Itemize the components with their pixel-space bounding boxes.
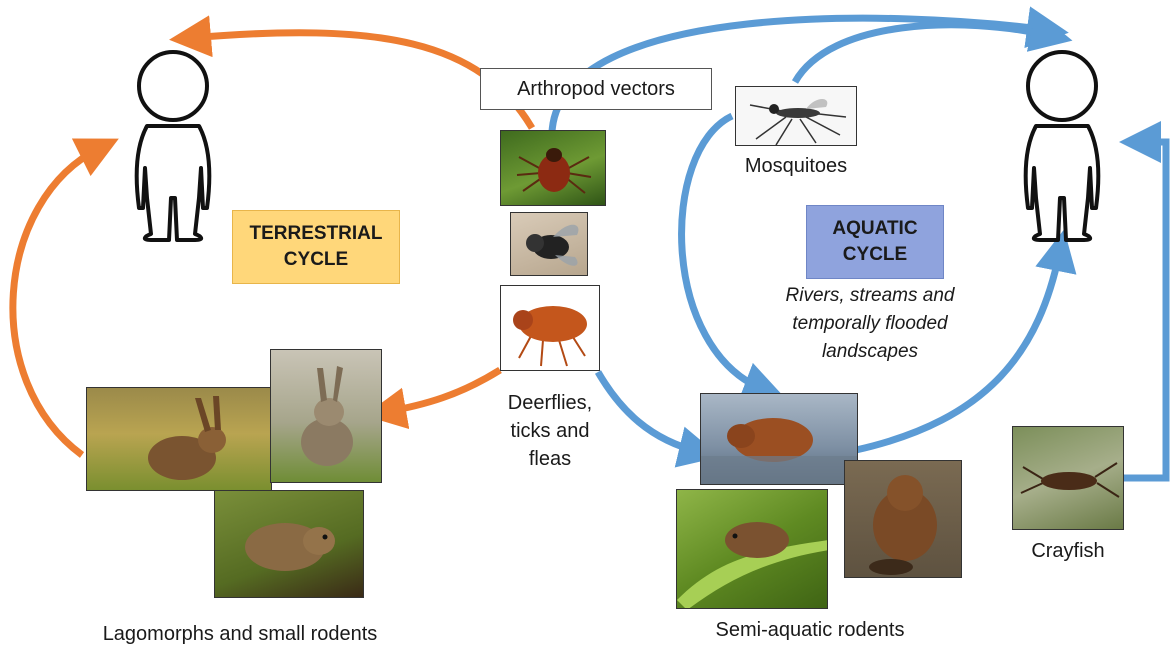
crayfish-photo (1012, 426, 1124, 530)
mosquitoes-label: Mosquitoes (716, 152, 876, 180)
terrestrial-cycle-subtitle: CYCLE (284, 247, 348, 273)
aquatic-description-line: Rivers, streams and (760, 282, 980, 310)
aquatic-cycle-title: AQUATIC (832, 216, 917, 242)
arrow-crayfish-to-human (1124, 142, 1166, 478)
mosquito-photo (735, 86, 857, 146)
arthropod-vectors-label: Arthropod vectors (480, 68, 712, 110)
flea-photo (500, 285, 600, 371)
water-vole-photo (676, 489, 828, 609)
aquatic-description: Rivers, streams and temporally flooded l… (760, 282, 980, 366)
semi-aquatic-rodents-label: Semi-aquatic rodents (680, 616, 940, 644)
human-figure-icon (125, 48, 221, 244)
tick-photo (500, 130, 606, 206)
aquatic-description-line: landscapes (760, 338, 980, 366)
crayfish-label: Crayfish (1010, 537, 1126, 565)
deerflies-label-line: Deerflies, (480, 389, 620, 417)
deerflies-ticks-fleas-label: Deerflies, ticks and fleas (480, 389, 620, 473)
deerflies-label-line: ticks and (480, 417, 620, 445)
terrestrial-cycle-title: TERRESTRIAL (250, 221, 383, 247)
vole-photo (214, 490, 364, 598)
aquatic-cycle-box: AQUATIC CYCLE (806, 205, 944, 279)
muskrat-photo (700, 393, 858, 485)
beaver-photo (844, 460, 962, 578)
terrestrial-cycle-box: TERRESTRIAL CYCLE (232, 210, 400, 284)
rabbit-photo (270, 349, 382, 483)
aquatic-description-line: temporally flooded (760, 310, 980, 338)
aquatic-cycle-subtitle: CYCLE (843, 242, 907, 268)
deerflies-label-line: fleas (480, 445, 620, 473)
deerfly-photo (510, 212, 588, 276)
human-figure-icon (1014, 48, 1110, 244)
hare-photo (86, 387, 272, 491)
